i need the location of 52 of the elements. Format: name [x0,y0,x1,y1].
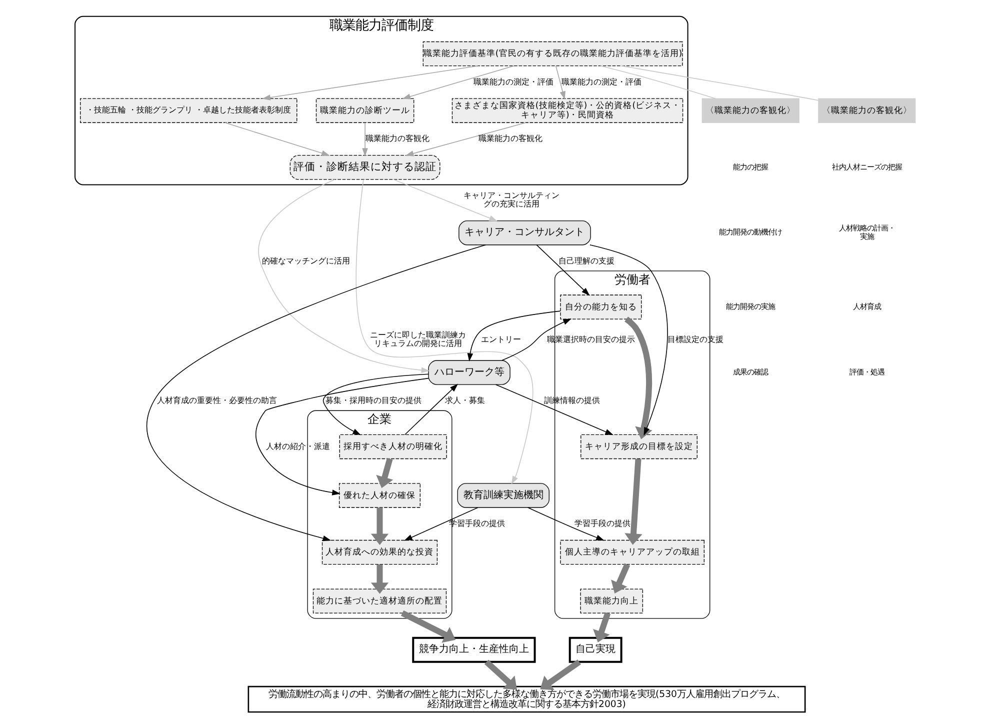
node-box: 職業能力評価基準(官民の有する既存の職業能力評価基準を活用) [422,41,683,66]
node-box: 職業能力の診断ツール [316,98,414,123]
arrow [356,179,534,484]
arrow [590,244,668,436]
arrow [376,458,394,488]
arrow [527,507,604,541]
arrow [402,65,514,100]
connector [600,65,716,99]
arrow [258,179,430,374]
node-box: 職業能力向上 [580,588,644,614]
arrow [536,244,590,296]
arrow [404,384,458,435]
arrow [502,318,572,361]
arrow [370,564,389,594]
node-box: キャリア形成の目標を設定 [580,434,698,460]
arrow [362,122,368,156]
arrow [262,65,478,100]
node-box: 自己実現 [568,636,622,663]
node-box: キャリア・コンサルタント [458,220,591,246]
node-box: 優れた人材の確保 [338,483,420,508]
node-box: ハローワーク等 [428,360,510,385]
arrow [555,66,566,100]
arrow [370,508,389,545]
arrow [405,122,526,156]
node-box: 採用すべき人材の明確化 [339,434,447,460]
arrow [322,374,429,436]
arrow [593,612,611,642]
connector [620,65,819,101]
arrow [224,122,330,156]
node-box: 競争力向上・生産性向上 [412,636,536,663]
arrow [255,378,429,496]
arrow [611,563,630,594]
node-box: さまざまな国家資格(技能検定等)・公的資格(ビジネス・キャリア等)・民間資格 [452,98,684,123]
arrow [624,316,652,440]
node-box: 教育訓練実施機関 [457,483,550,508]
arrow [495,384,614,436]
arrow [393,179,498,222]
arrow [400,610,456,643]
node-box: 能力に基づいた適材適所の配置 [312,588,447,614]
node-box: 〈職業能力の客観化〉 [702,98,800,123]
arrow [146,244,486,542]
node-box: 個人主導のキャリアアップの取組 [560,540,704,565]
arrow [540,659,581,690]
node-box: 自分の能力を知る [560,294,642,320]
arrow [467,310,561,362]
node-box: 評価・診断結果に対する認証 [290,155,440,180]
node-box: 〈職業能力の客観化〉 [818,98,916,123]
node-box: 労働流動性の高まりの中、労働者の個性と能力に対応した多様な働き方ができる労働市場を実現(530万人雇用創出プログラム、経済財政運営と構造改革に関する基本方針2003) [248,686,806,713]
node-box: 人材育成への効果的な投資 [322,540,438,565]
arrow [624,458,642,545]
arrow [404,507,478,541]
arrow [484,660,517,690]
